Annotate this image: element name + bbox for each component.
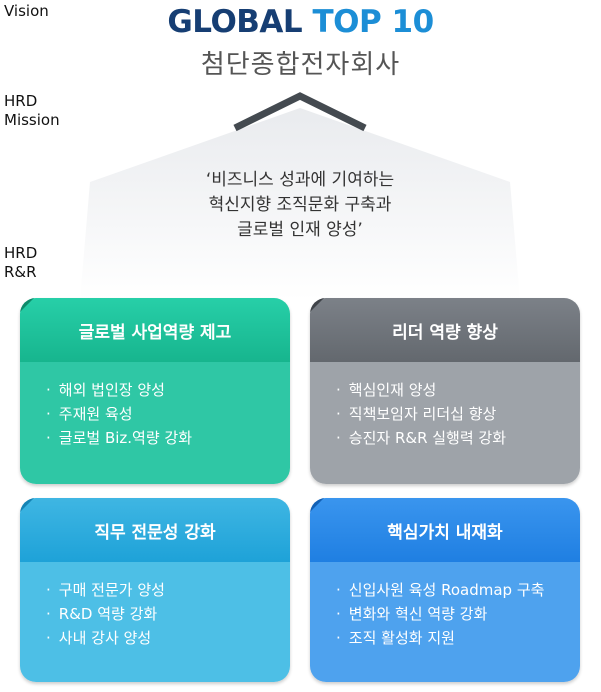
list-item: 승진자 R&R 실행력 강화: [336, 426, 580, 450]
card-job-expertise: 직무 전문성 강화 구매 전문가 양성 R&D 역량 강화 사내 강사 양성: [20, 498, 290, 682]
card-title: 핵심가치 내재화: [387, 522, 503, 543]
list-item: 주재원 육성: [46, 402, 290, 426]
card-header: 리더 역량 향상: [310, 298, 580, 362]
corner-fold-icon: [310, 498, 324, 512]
vision-title: GLOBAL TOP 10: [0, 4, 601, 40]
vision-title-top10: TOP 10: [312, 4, 434, 40]
card-title: 리더 역량 향상: [392, 322, 498, 343]
mission-line: 글로벌 인재 양성’: [237, 220, 363, 240]
rr-label: HRD R&R: [4, 244, 38, 281]
card-body: 해외 법인장 양성 주재원 육성 글로벌 Biz.역량 강화: [20, 362, 290, 484]
card-core-values: 핵심가치 내재화 신입사원 육성 Roadmap 구축 변화와 혁신 역량 강화…: [310, 498, 580, 682]
card-body: 핵심인재 양성 직책보임자 리더십 향상 승진자 R&R 실행력 강화: [310, 362, 580, 484]
list-item: 조직 활성화 지원: [336, 626, 580, 650]
vision-subtitle: 첨단종합전자회사: [200, 50, 401, 80]
card-leader-competency: 리더 역량 향상 핵심인재 양성 직책보임자 리더십 향상 승진자 R&R 실행…: [310, 298, 580, 484]
card-title: 글로벌 사업역량 제고: [78, 322, 232, 343]
roof-shadow: [80, 108, 520, 300]
corner-fold-icon: [310, 298, 324, 312]
mission-line: ‘비즈니스 성과에 기여하는: [205, 170, 395, 190]
card-header: 핵심가치 내재화: [310, 498, 580, 562]
list-item: 해외 법인장 양성: [46, 378, 290, 402]
list-item: 변화와 혁신 역량 강화: [336, 602, 580, 626]
corner-fold-icon: [20, 298, 34, 312]
list-item: 구매 전문가 양성: [46, 578, 290, 602]
roof-chevron: [233, 92, 367, 132]
corner-fold-icon: [20, 498, 34, 512]
card-title: 직무 전문성 강화: [94, 522, 216, 543]
list-item: 신입사원 육성 Roadmap 구축: [336, 578, 580, 602]
mission-statement: ‘비즈니스 성과에 기여하는 혁신지향 조직문화 구축과 글로벌 인재 양성’: [150, 168, 450, 243]
mission-line: 혁신지향 조직문화 구축과: [208, 195, 392, 215]
vision-title-global: GLOBAL: [167, 4, 303, 40]
mission-label: HRD Mission: [4, 92, 60, 129]
list-item: 직책보임자 리더십 향상: [336, 402, 580, 426]
card-global-business: 글로벌 사업역량 제고 해외 법인장 양성 주재원 육성 글로벌 Biz.역량 …: [20, 298, 290, 484]
list-item: 사내 강사 양성: [46, 626, 290, 650]
card-header: 직무 전문성 강화: [20, 498, 290, 562]
card-body: 구매 전문가 양성 R&D 역량 강화 사내 강사 양성: [20, 562, 290, 682]
list-item: 글로벌 Biz.역량 강화: [46, 426, 290, 450]
card-body: 신입사원 육성 Roadmap 구축 변화와 혁신 역량 강화 조직 활성화 지…: [310, 562, 580, 682]
list-item: 핵심인재 양성: [336, 378, 580, 402]
card-header: 글로벌 사업역량 제고: [20, 298, 290, 362]
vision-label: Vision: [4, 2, 49, 20]
list-item: R&D 역량 강화: [46, 602, 290, 626]
